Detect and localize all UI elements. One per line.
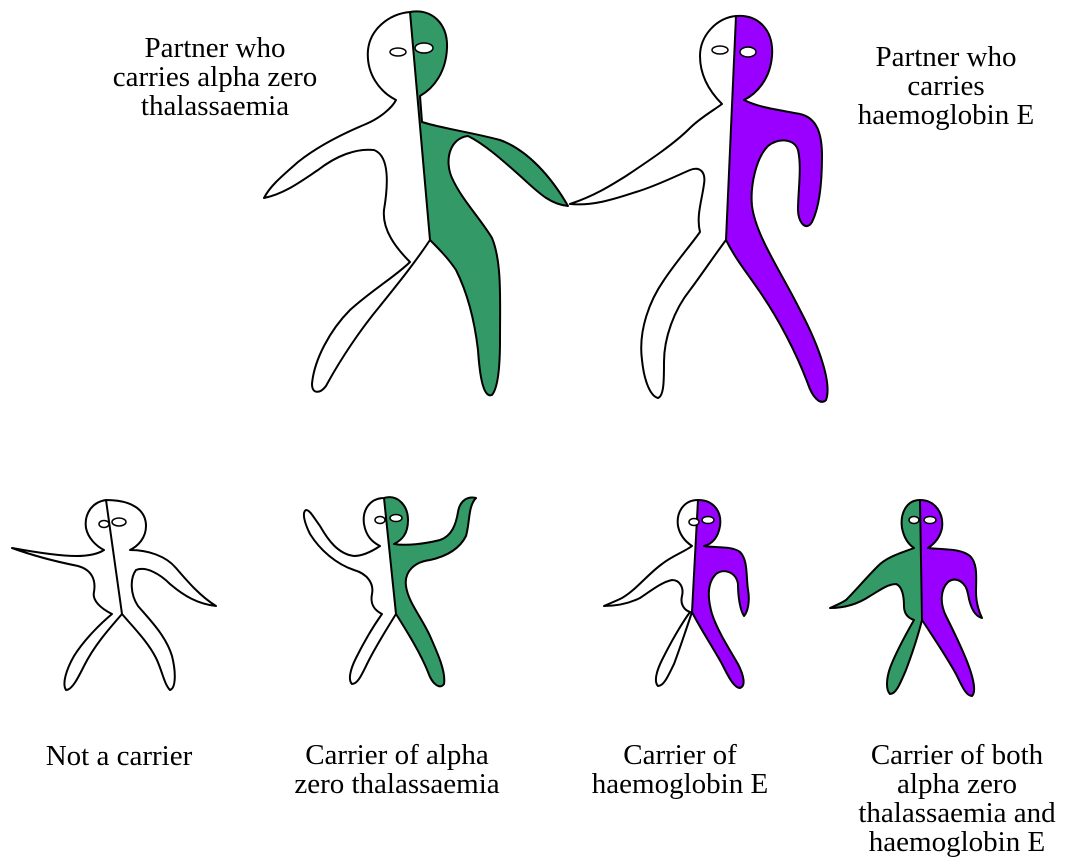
- parent-alpha-zero-label: Partner who carries alpha zero thalassae…: [100, 34, 330, 121]
- child-alpha-zero-right-eye: [390, 515, 402, 522]
- child-alpha-zero-label: Carrier of alpha zero thalassaemia: [272, 741, 522, 799]
- parent-haemoglobin-e-figure: [570, 16, 828, 402]
- parent-haemoglobin-e-right-half: [726, 16, 828, 402]
- parent-haemoglobin-e-right-eye: [740, 47, 756, 57]
- child-both-right-eye: [924, 517, 936, 524]
- child-not-carrier-figure: [12, 500, 216, 690]
- child-both-figure: [830, 500, 982, 696]
- child-haemoglobin-e-right-eye: [702, 517, 714, 524]
- child-haemoglobin-e-left-eye: [689, 519, 699, 526]
- child-both-label: Carrier of both alpha zero thalassaemia …: [838, 741, 1076, 857]
- child-both-left-eye: [909, 517, 919, 524]
- child-alpha-zero-right-half: [384, 497, 476, 686]
- parent-alpha-zero-right-half: [410, 11, 568, 395]
- parent-haemoglobin-e-label: Partner who carries haemoglobin E: [822, 43, 1070, 130]
- parent-alpha-zero-right-eye: [415, 43, 433, 53]
- child-not-carrier-label: Not a carrier: [14, 742, 224, 771]
- child-alpha-zero-left-eye: [375, 517, 385, 524]
- child-haemoglobin-e-label: Carrier of haemoglobin E: [560, 741, 800, 799]
- parent-haemoglobin-e-outline: [570, 16, 828, 402]
- parent-alpha-zero-left-eye: [390, 48, 406, 56]
- child-alpha-zero-figure: [304, 497, 476, 686]
- parent-haemoglobin-e-left-eye: [712, 46, 728, 54]
- child-not-carrier-left-eye: [99, 521, 109, 528]
- child-not-carrier-right-eye: [112, 518, 126, 526]
- child-haemoglobin-e-figure: [604, 500, 749, 688]
- child-not-carrier-outline: [12, 500, 216, 690]
